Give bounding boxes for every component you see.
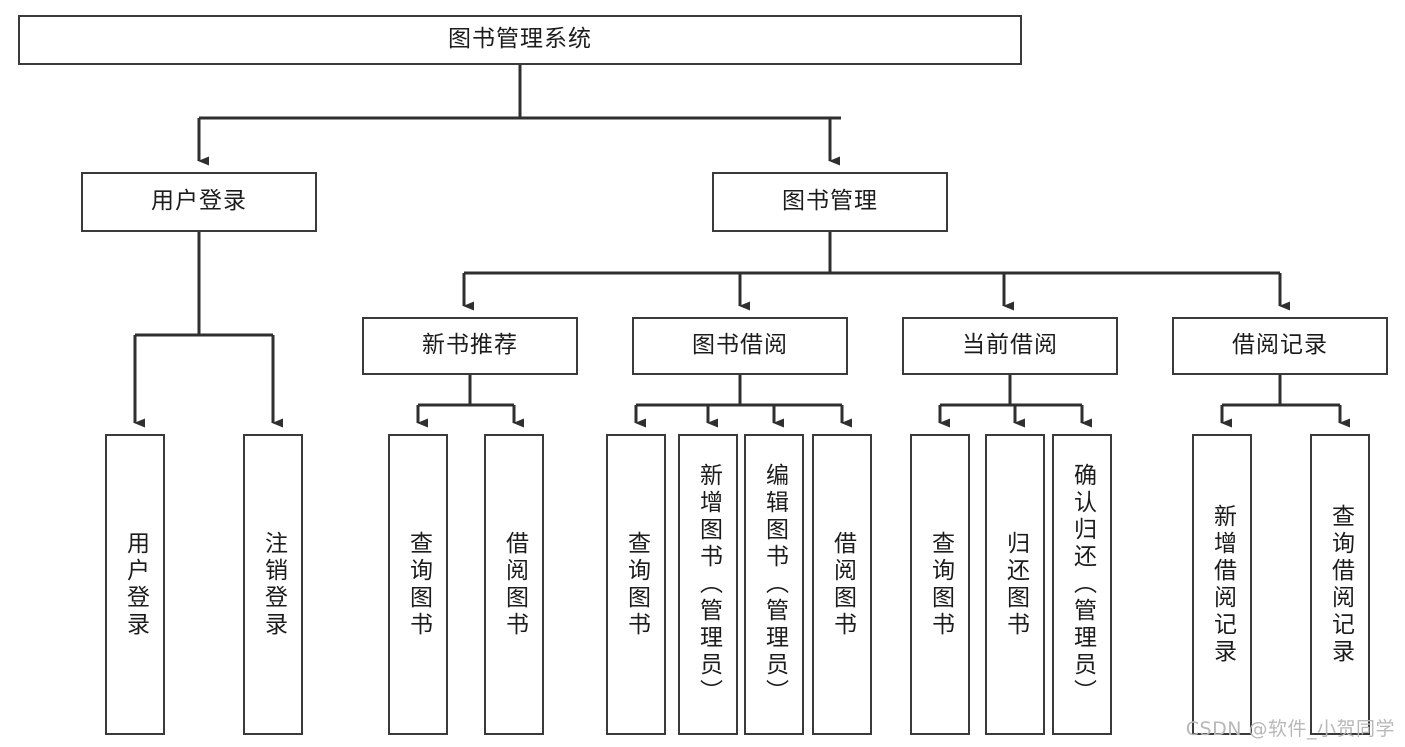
node-leaf-edit-book-admin[interactable]: 编辑图书（管理员） (744, 434, 804, 735)
node-leaf-logout-login[interactable]: 注销登录 (243, 434, 303, 735)
node-leaf-add-book-admin[interactable]: 新增图书（管理员） (678, 434, 738, 735)
node-leaf-confirm-return-admin[interactable]: 确认归还（管理员） (1052, 434, 1112, 735)
node-borrow-record-label: 借阅记录 (1232, 332, 1328, 359)
node-leaf-add-book-admin-label: 新增图书（管理员） (695, 463, 722, 706)
node-leaf-query-borrow-record[interactable]: 查询借阅记录 (1310, 434, 1370, 735)
node-leaf-edit-book-admin-label: 编辑图书（管理员） (761, 463, 788, 706)
node-book-borrow-label: 图书借阅 (692, 332, 788, 359)
node-leaf-borrow-book-2[interactable]: 借阅图书 (812, 434, 872, 735)
node-leaf-borrow-book-2-label: 借阅图书 (829, 530, 856, 639)
node-book-manage[interactable]: 图书管理 (712, 172, 948, 232)
csdn-watermark: CSDN @软件_小贺同学 (1185, 718, 1395, 740)
node-leaf-query-book-1[interactable]: 查询图书 (388, 434, 448, 735)
node-root-label: 图书管理系统 (448, 26, 592, 53)
node-leaf-borrow-book-1[interactable]: 借阅图书 (484, 434, 544, 735)
node-leaf-confirm-return-admin-label: 确认归还（管理员） (1069, 463, 1096, 706)
node-leaf-add-borrow-record-label: 新增借阅记录 (1209, 503, 1236, 666)
node-root[interactable]: 图书管理系统 (18, 15, 1022, 65)
node-leaf-user-login[interactable]: 用户登录 (105, 434, 165, 735)
node-leaf-query-book-3-label: 查询图书 (927, 530, 954, 639)
node-leaf-return-book-label: 归还图书 (1002, 530, 1029, 639)
node-leaf-return-book[interactable]: 归还图书 (985, 434, 1045, 735)
node-leaf-logout-login-label: 注销登录 (260, 530, 287, 639)
node-user-login[interactable]: 用户登录 (81, 172, 317, 232)
node-leaf-query-book-3[interactable]: 查询图书 (910, 434, 970, 735)
node-leaf-query-book-1-label: 查询图书 (405, 530, 432, 639)
node-user-login-label: 用户登录 (151, 188, 247, 215)
node-book-manage-label: 图书管理 (782, 188, 878, 215)
node-book-borrow[interactable]: 图书借阅 (632, 317, 848, 375)
node-new-book-recommend[interactable]: 新书推荐 (362, 317, 578, 375)
node-leaf-user-login-label: 用户登录 (122, 530, 149, 639)
node-leaf-query-book-2-label: 查询图书 (623, 530, 650, 639)
node-current-borrow-label: 当前借阅 (962, 332, 1058, 359)
node-current-borrow[interactable]: 当前借阅 (902, 317, 1118, 375)
node-new-book-recommend-label: 新书推荐 (422, 332, 518, 359)
node-leaf-borrow-book-1-label: 借阅图书 (501, 530, 528, 639)
node-borrow-record[interactable]: 借阅记录 (1172, 317, 1388, 375)
node-leaf-add-borrow-record[interactable]: 新增借阅记录 (1192, 434, 1252, 735)
node-leaf-query-borrow-record-label: 查询借阅记录 (1327, 503, 1354, 666)
node-leaf-query-book-2[interactable]: 查询图书 (606, 434, 666, 735)
